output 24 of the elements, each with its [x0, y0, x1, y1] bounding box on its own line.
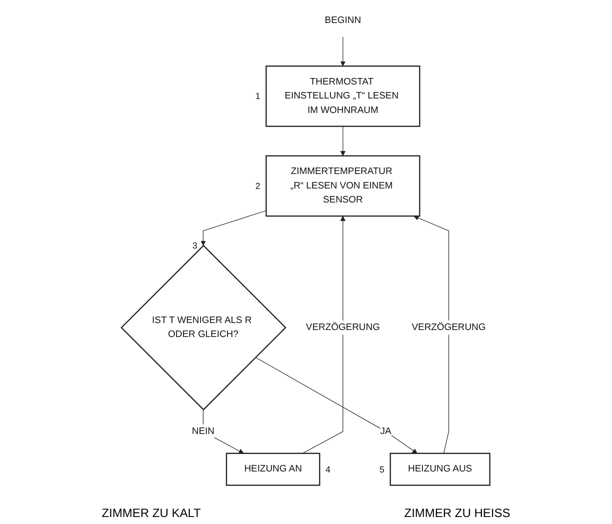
node-box — [226, 452, 321, 486]
node-box — [390, 452, 491, 486]
arrow — [302, 216, 346, 454]
note-text: ZIMMER ZU KALT — [102, 506, 201, 520]
edge-label: JA — [380, 426, 392, 436]
arrow — [414, 216, 450, 454]
arrow — [256, 357, 418, 454]
step-number: 1 — [256, 91, 261, 102]
step-number: 2 — [256, 180, 261, 191]
node-box — [266, 155, 421, 217]
arrow — [203, 409, 244, 454]
arrow — [340, 126, 346, 156]
node-text: BEGINN — [325, 15, 362, 26]
step-number: 4 — [326, 464, 331, 474]
arrow — [200, 210, 267, 246]
arrow — [340, 36, 346, 66]
edge-label: VERZÖGERUNG — [306, 322, 380, 332]
edge-label: VERZÖGERUNG — [412, 322, 486, 332]
step-number: 3 — [192, 240, 198, 251]
edge-label: NEIN — [192, 426, 215, 436]
flowchart-diagram: NEIN JA VERZÖGERUNG VERZÖGERUNG BEGINN 1 THERMOSTAT EINSTELLUNG „T“ LESEN IM WOHNRAUM 2 ZIMMERTEMPERATUR „R“ LESEN VON EINEM SENSOR 3 IST T WENIGER ALS R ODER GLEICH? HEIZUNG AN 4 5 HEIZUNG AUS — [99, 0, 513, 490]
step-number: 5 — [380, 464, 385, 474]
note-text: ZIMMER ZU HEISS — [404, 506, 510, 520]
node-box — [266, 66, 421, 127]
